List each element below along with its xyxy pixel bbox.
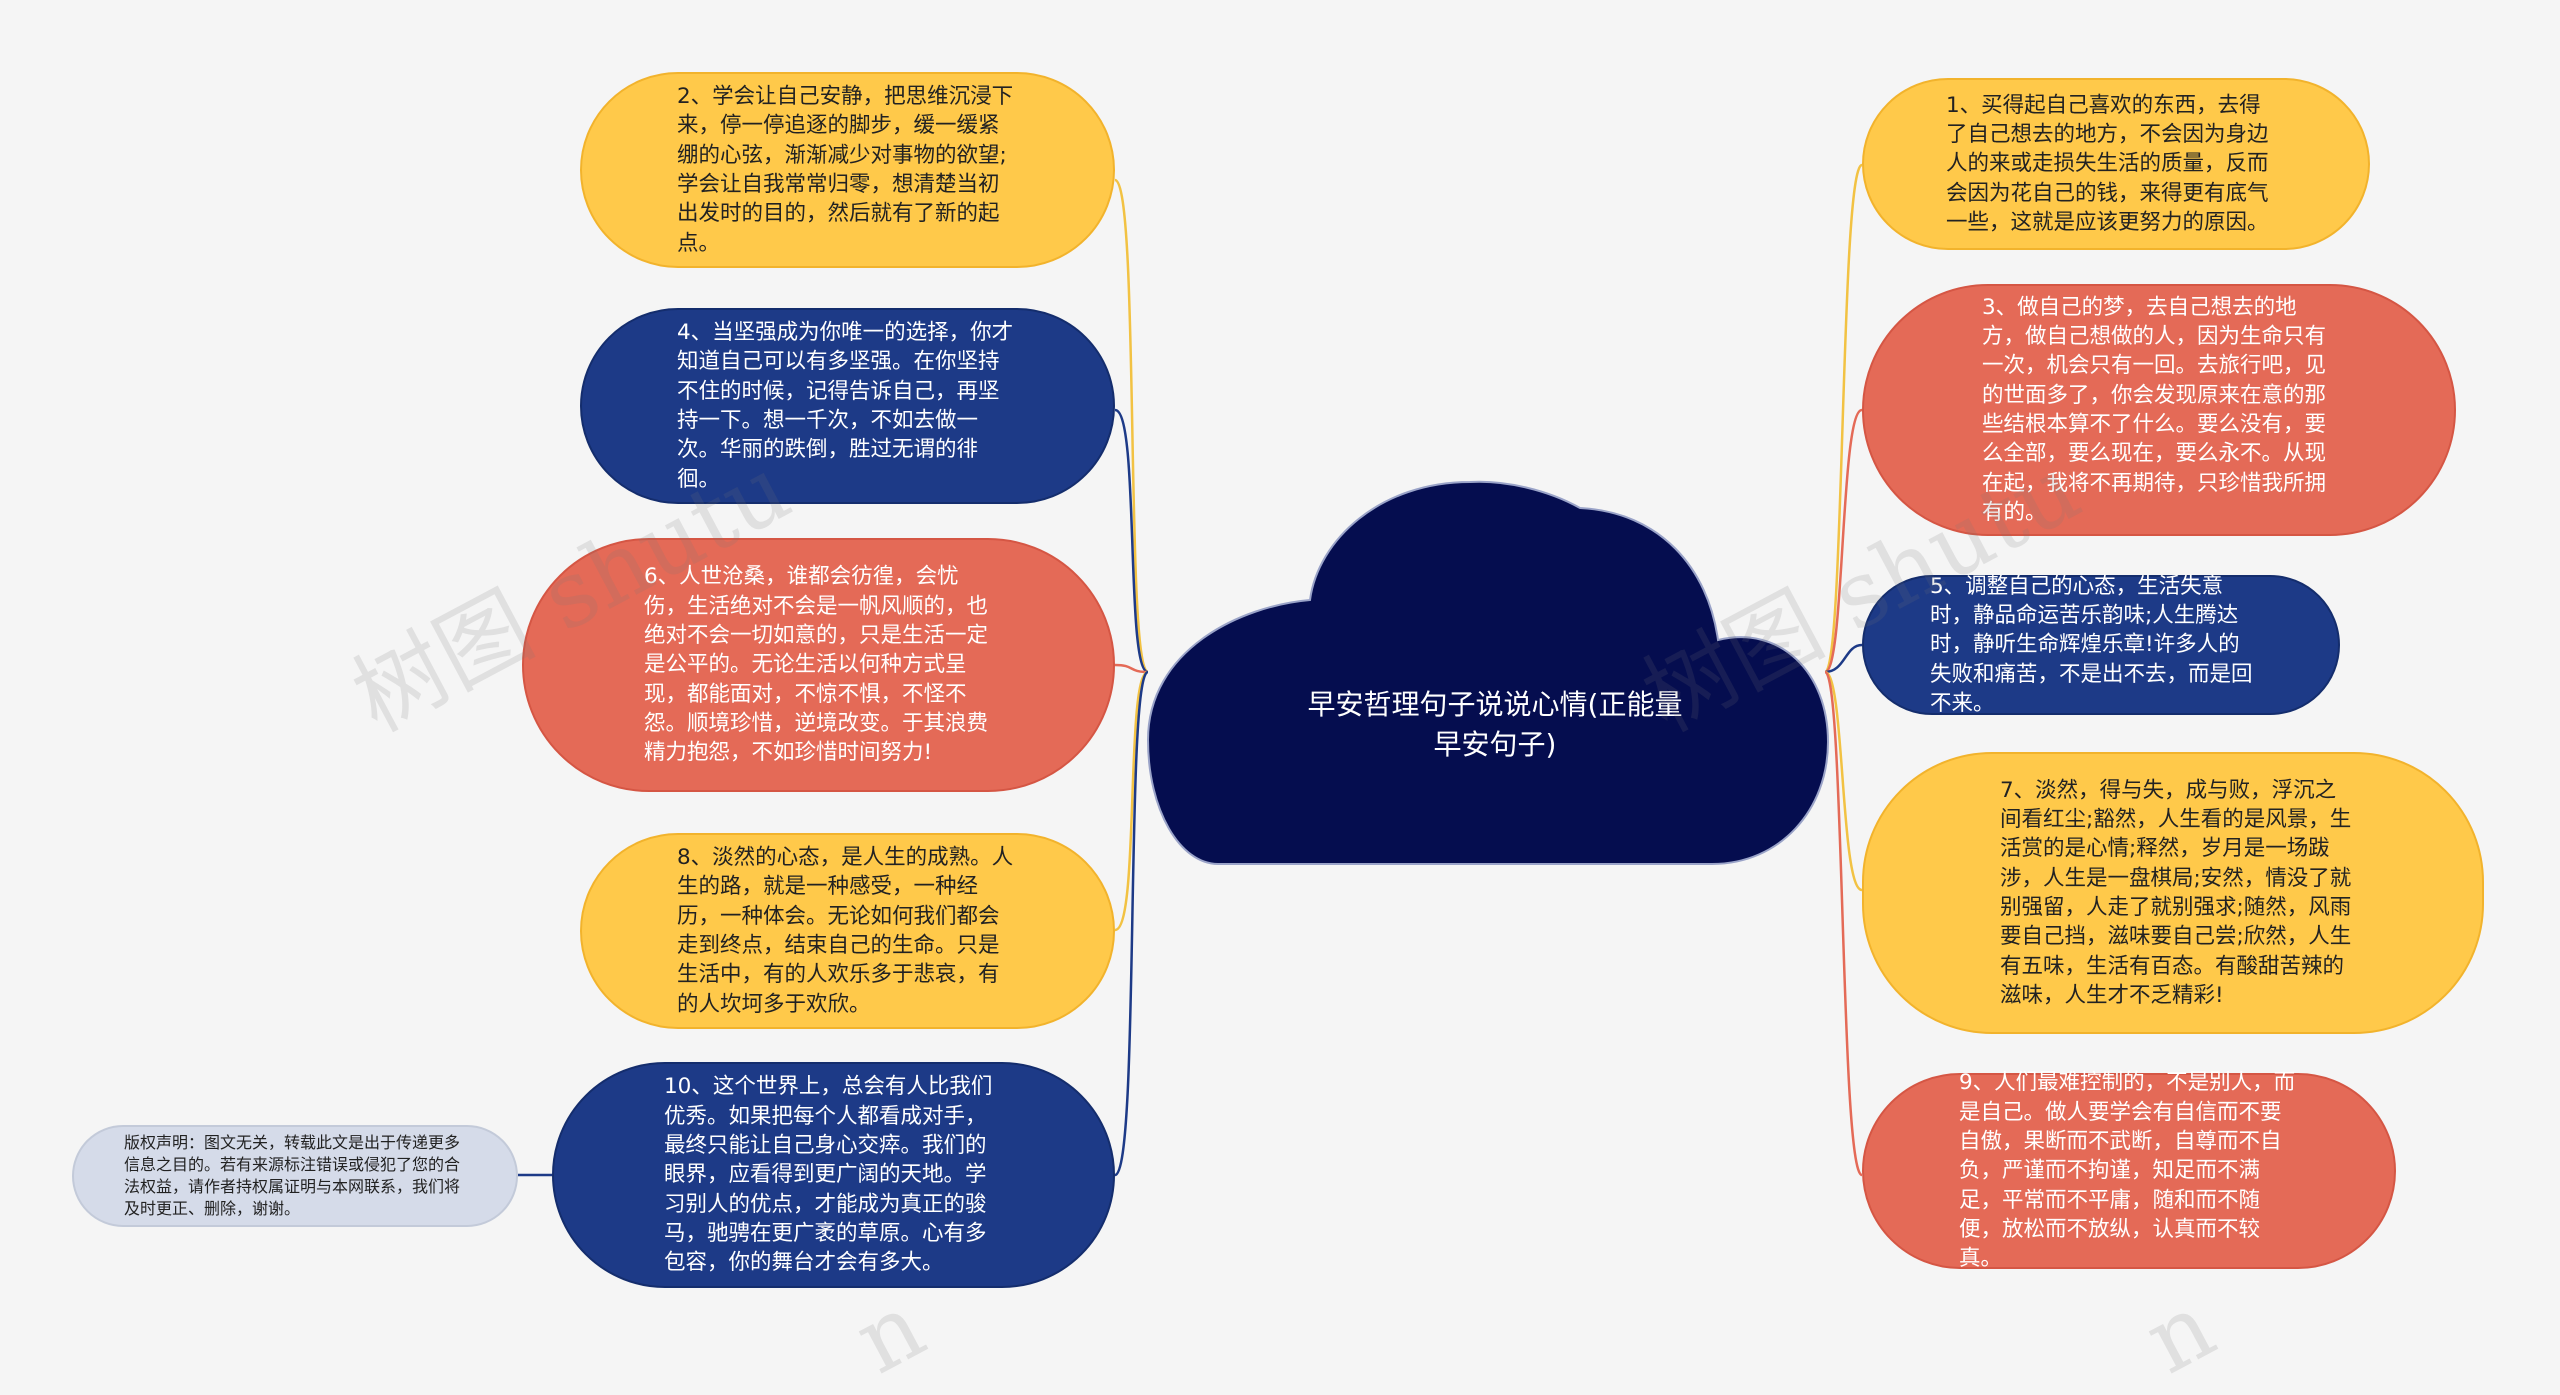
branch-node-6[interactable]: 6、人世沧桑，谁都会彷徨，会忧伤，生活绝对不会是一帆风顺的，也绝对不会一切如意的… <box>522 538 1115 792</box>
copyright-note: 版权声明：图文无关，转载此文是出于传递更多信息之目的。若有来源标注错误或侵犯了您… <box>72 1125 518 1227</box>
branch-node-2-text: 2、学会让自己安静，把思维沉浸下来，停一停追逐的脚步，缓一缓紧绷的心弦，渐渐减少… <box>677 84 1014 256</box>
connector-n9 <box>1823 670 1864 1177</box>
branch-node-2[interactable]: 2、学会让自己安静，把思维沉浸下来，停一停追逐的脚步，缓一缓紧绷的心弦，渐渐减少… <box>580 72 1115 268</box>
connector-n3 <box>1824 408 1863 674</box>
branch-node-8[interactable]: 8、淡然的心态，是人生的成熟。人生的路，就是一种感受，一种经历，一种体会。无论如… <box>580 833 1115 1029</box>
branch-node-10[interactable]: 10、这个世界上，总会有人比我们优秀。如果把每个人都看成对手，最终只能让自己身心… <box>552 1062 1115 1288</box>
branch-node-4[interactable]: 4、当坚强成为你唯一的选择，你才知道自己可以有多坚强。在你坚持不住的时候，记得告… <box>580 308 1115 504</box>
connector-n2 <box>1113 178 1150 674</box>
mind-map-canvas: 早安哲理句子说说心情(正能量早安句子) 2、学会让自己安静，把思维沉浸下来，停一… <box>72 72 2484 1395</box>
connector-n6 <box>1114 663 1149 674</box>
branch-node-9[interactable]: 9、人们最难控制的，不是别人，而是自己。做人要学会有自信而不要自傲，果断而不武断… <box>1862 1070 2396 1271</box>
connector-n10 <box>1113 670 1150 1177</box>
connector-n8 <box>1114 670 1149 932</box>
branch-node-1[interactable]: 1、买得起自己喜欢的东西，去得了自己想去的地方，不会因为身边人的来或走损失生活的… <box>1862 78 2370 250</box>
branch-node-8-text: 8、淡然的心态，是人生的成熟。人生的路，就是一种感受，一种经历，一种体会。无论如… <box>677 845 1014 1017</box>
cloud-shape <box>1146 480 1830 865</box>
branch-node-3[interactable]: 3、做自己的梦，去自己想去的地方，做自己想做的人，因为生命只有一次，机会只有一回… <box>1862 284 2456 536</box>
branch-node-1-text: 1、买得起自己喜欢的东西，去得了自己想去的地方，不会因为身边人的来或走损失生活的… <box>1946 92 2269 235</box>
branch-node-4-text: 4、当坚强成为你唯一的选择，你才知道自己可以有多坚强。在你坚持不住的时候，记得告… <box>677 320 1014 492</box>
copyright-note-text: 版权声明：图文无关，转载此文是出于传递更多信息之目的。若有来源标注错误或侵犯了您… <box>124 1133 461 1218</box>
branch-node-6-text: 6、人世沧桑，谁都会彷徨，会忧伤，生活绝对不会是一帆风顺的，也绝对不会一切如意的… <box>644 564 989 766</box>
branch-node-5-text: 5、调整自己的心态，生活失意时，静品命运苦乐韵味;人生腾达时，静听生命辉煌乐章!… <box>1930 573 2253 716</box>
branch-node-5[interactable]: 5、调整自己的心态，生活失意时，静品命运苦乐韵味;人生腾达时，静听生命辉煌乐章!… <box>1862 573 2340 716</box>
connector-n4 <box>1114 408 1149 674</box>
root-topic[interactable]: 早安哲理句子说说心情(正能量早安句子) <box>1307 688 1683 761</box>
connector-n7 <box>1824 670 1863 892</box>
connector-n1 <box>1823 163 1864 674</box>
connector-lines <box>518 163 1864 1177</box>
branch-node-7[interactable]: 7、淡然，得与失，成与败，浮沉之间看红尘;豁然，人生看的是风景，生活赏的是心情;… <box>1862 752 2484 1034</box>
branch-node-10-text: 10、这个世界上，总会有人比我们优秀。如果把每个人都看成对手，最终只能让自己身心… <box>664 1074 993 1276</box>
branch-node-3-text: 3、做自己的梦，去自己想去的地方，做自己想做的人，因为生命只有一次，机会只有一回… <box>1982 294 2327 525</box>
connector-n5 <box>1824 643 1863 674</box>
branch-node-9-text: 9、人们最难控制的，不是别人，而是自己。做人要学会有自信而不要自傲，果断而不武断… <box>1959 1070 2296 1272</box>
branch-node-7-text: 7、淡然，得与失，成与败，浮沉之间看红尘;豁然，人生看的是风景，生活赏的是心情;… <box>2000 777 2352 1008</box>
